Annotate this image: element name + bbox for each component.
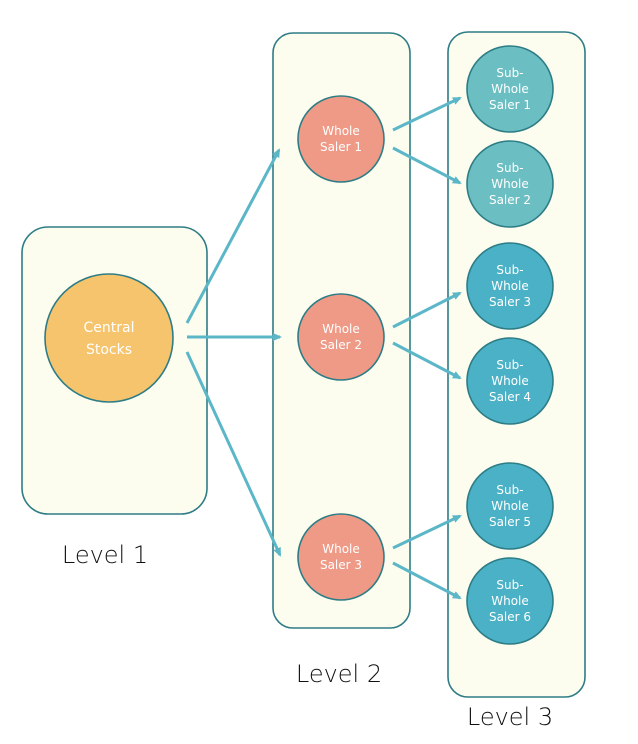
subwholesaler-2-node: Sub- Whole Saler 2 <box>466 140 554 228</box>
subwholesaler-5-line-2: Whole <box>491 499 529 513</box>
wholesaler-1-line-2: Saler 1 <box>320 140 362 154</box>
subwholesaler-1-line-3: Saler 1 <box>489 98 531 112</box>
subwholesaler-3-line-1: Sub- <box>496 263 523 277</box>
level-3-label: Level 3 <box>467 703 553 731</box>
wholesaler-2-circle <box>297 293 385 381</box>
wholesaler-2-node: Whole Saler 2 <box>297 293 385 381</box>
subwholesaler-5-line-3: Saler 5 <box>489 515 531 529</box>
subwholesaler-3-line-3: Saler 3 <box>489 295 531 309</box>
wholesaler-2-line-2: Saler 2 <box>320 338 362 352</box>
subwholesaler-6-line-2: Whole <box>491 594 529 608</box>
subwholesaler-4-line-1: Sub- <box>496 358 523 372</box>
subwholesaler-2-line-2: Whole <box>491 177 529 191</box>
central-stocks-circle <box>44 273 174 403</box>
wholesaler-3-node: Whole Saler 3 <box>297 513 385 601</box>
subwholesaler-2-line-1: Sub- <box>496 161 523 175</box>
subwholesaler-1-node: Sub- Whole Saler 1 <box>466 45 554 133</box>
subwholesaler-3-line-2: Whole <box>491 279 529 293</box>
arrow-central-to-wholesaler-3 <box>185 351 282 557</box>
subwholesaler-4-node: Sub- Whole Saler 4 <box>466 337 554 425</box>
subwholesaler-5-node: Sub- Whole Saler 5 <box>466 462 554 550</box>
arrow-ws1-to-sub1 <box>392 96 462 132</box>
central-label-line-2: Stocks <box>86 342 132 358</box>
subwholesaler-3-node: Sub- Whole Saler 3 <box>466 242 554 330</box>
subwholesaler-4-circle <box>466 337 554 425</box>
subwholesaler-5-circle <box>466 462 554 550</box>
arrow-ws3-to-sub5 <box>392 514 462 550</box>
wholesaler-3-line-2: Saler 3 <box>320 558 362 572</box>
subwholesaler-2-circle <box>466 140 554 228</box>
wholesaler-1-line-1: Whole <box>322 124 360 138</box>
subwholesaler-2-line-3: Saler 2 <box>489 193 531 207</box>
wholesaler-3-circle <box>297 513 385 601</box>
subwholesaler-6-node: Sub- Whole Saler 6 <box>466 557 554 645</box>
central-label-line-1: Central <box>84 320 135 336</box>
subwholesaler-6-circle <box>466 557 554 645</box>
arrow-central-to-wholesaler-1 <box>185 148 281 324</box>
level-1-label: Level 1 <box>62 541 148 569</box>
wholesaler-2-line-1: Whole <box>322 322 360 336</box>
subwholesaler-5-line-1: Sub- <box>496 483 523 497</box>
subwholesaler-4-line-2: Whole <box>491 374 529 388</box>
subwholesaler-6-line-3: Saler 6 <box>489 610 531 624</box>
arrow-ws3-to-sub6 <box>392 561 462 600</box>
subwholesaler-6-line-1: Sub- <box>496 578 523 592</box>
wholesaler-3-line-1: Whole <box>322 542 360 556</box>
subwholesaler-1-circle <box>466 45 554 133</box>
arrow-ws1-to-sub2 <box>392 146 462 185</box>
wholesaler-1-node: Whole Saler 1 <box>297 95 385 183</box>
subwholesaler-1-line-1: Sub- <box>496 66 523 80</box>
level-2-label: Level 2 <box>296 660 382 688</box>
arrows <box>185 96 462 600</box>
wholesaler-1-circle <box>297 95 385 183</box>
subwholesaler-3-circle <box>466 242 554 330</box>
arrow-ws2-to-sub3 <box>392 291 462 329</box>
subwholesaler-4-line-3: Saler 4 <box>489 390 531 404</box>
central-stocks-node: Central Stocks <box>44 273 174 403</box>
arrow-ws2-to-sub4 <box>392 341 462 380</box>
subwholesaler-1-line-2: Whole <box>491 82 529 96</box>
